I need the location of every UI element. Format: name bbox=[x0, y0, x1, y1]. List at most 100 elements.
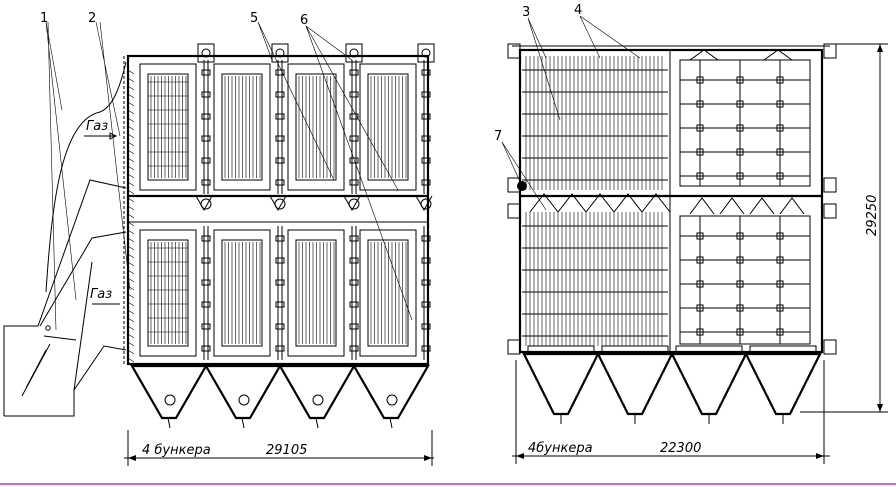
mid-insulator bbox=[348, 198, 360, 210]
rapper-block bbox=[349, 69, 359, 76]
rapper-block bbox=[421, 323, 431, 330]
mid-hood bbox=[529, 193, 559, 213]
gas-label-upper: Газ bbox=[86, 119, 108, 134]
rapper-anvil bbox=[776, 328, 784, 336]
electrode-frame bbox=[679, 215, 811, 345]
rapper-block bbox=[349, 91, 359, 98]
rapper-block bbox=[275, 179, 285, 186]
right-width-label: 22300 bbox=[660, 441, 701, 456]
gas-distribution-grid bbox=[127, 293, 135, 299]
left-width-label: 29105 bbox=[266, 443, 307, 458]
leader-7 bbox=[501, 141, 547, 211]
rapper-block bbox=[275, 135, 285, 142]
rapper-anvil bbox=[736, 328, 744, 336]
gas-distribution-grid bbox=[127, 205, 135, 211]
right-height-label: 29250 bbox=[865, 195, 880, 236]
hopper-port bbox=[164, 394, 176, 406]
insulator bbox=[349, 48, 359, 58]
gas-distribution-grid bbox=[127, 229, 135, 235]
rapper-block bbox=[201, 113, 211, 120]
gas-distribution-grid bbox=[127, 285, 135, 291]
gas-distribution-grid bbox=[127, 245, 135, 251]
mid-insulator bbox=[420, 198, 432, 210]
rapper-anvil bbox=[736, 232, 744, 240]
rapper-anvil bbox=[736, 172, 744, 180]
rapper-anvil bbox=[776, 100, 784, 108]
field-frame bbox=[147, 239, 189, 347]
insulator-box bbox=[271, 43, 289, 63]
hopper bbox=[352, 364, 430, 420]
hopper bbox=[522, 352, 600, 416]
rapper-block bbox=[275, 257, 285, 264]
rapper-anvil bbox=[776, 256, 784, 264]
rapper-anvil bbox=[696, 232, 704, 240]
mid-hood bbox=[749, 197, 775, 215]
rapper-anvil bbox=[696, 100, 704, 108]
collecting-field bbox=[287, 229, 345, 357]
side-lug bbox=[823, 177, 837, 193]
rapper-block bbox=[275, 323, 285, 330]
rapper-block bbox=[349, 301, 359, 308]
rapper-anvil bbox=[776, 124, 784, 132]
field-frame bbox=[367, 239, 409, 347]
housing bbox=[126, 54, 430, 366]
collecting-field bbox=[359, 229, 417, 357]
left-hoppers-label: 4 бункера bbox=[142, 443, 211, 458]
rapper-anvil bbox=[776, 232, 784, 240]
collecting-field bbox=[359, 63, 417, 191]
gas-distribution-grid bbox=[127, 85, 135, 91]
electrode-frame bbox=[679, 59, 811, 187]
rapper-block bbox=[421, 301, 431, 308]
leader-4 bbox=[579, 15, 641, 59]
rapper-anvil bbox=[736, 76, 744, 84]
ref-label-6: 6 bbox=[300, 13, 308, 28]
rapper-anvil bbox=[696, 256, 704, 264]
leader-2 bbox=[95, 21, 131, 291]
hopper-outlet bbox=[389, 417, 393, 429]
rapper-anvil bbox=[696, 124, 704, 132]
rapper-anvil bbox=[776, 148, 784, 156]
gas-distribution-grid bbox=[127, 237, 135, 243]
rapper-block bbox=[421, 91, 431, 98]
mid-insulator bbox=[274, 198, 286, 210]
hopper bbox=[744, 352, 822, 416]
hopper-flange bbox=[675, 345, 743, 355]
ref-label-3: 3 bbox=[522, 5, 530, 20]
rapper-block bbox=[349, 257, 359, 264]
rapper-anvil bbox=[736, 280, 744, 288]
rapper-block bbox=[421, 345, 431, 352]
rapper-block bbox=[201, 235, 211, 242]
gas-distribution-grid bbox=[127, 141, 135, 147]
side-lug bbox=[823, 203, 837, 219]
gas-distribution-grid bbox=[127, 181, 135, 187]
damper bbox=[21, 335, 77, 397]
rapper-block bbox=[201, 69, 211, 76]
rapper-anvil bbox=[776, 280, 784, 288]
right-lugs bbox=[507, 43, 837, 355]
insulator bbox=[421, 48, 431, 58]
gas-distribution-grid bbox=[127, 133, 135, 139]
field-frame bbox=[295, 239, 337, 347]
collecting-field bbox=[213, 229, 271, 357]
rapper-block bbox=[201, 179, 211, 186]
mid-hood bbox=[779, 197, 805, 215]
rapper-block bbox=[421, 257, 431, 264]
mid-hood bbox=[719, 197, 745, 215]
rapper-block bbox=[201, 323, 211, 330]
rapper-anvil bbox=[696, 148, 704, 156]
rapper-block bbox=[349, 157, 359, 164]
field-frame bbox=[295, 73, 337, 181]
rapper-anvil bbox=[736, 124, 744, 132]
ref-label-4: 4 bbox=[574, 3, 582, 18]
hopper bbox=[670, 352, 748, 416]
damper-hinge bbox=[45, 325, 51, 331]
right-housing bbox=[518, 48, 824, 354]
insulator-box bbox=[197, 43, 215, 63]
gas-distribution-grid bbox=[127, 341, 135, 347]
gas-distribution-grid bbox=[127, 261, 135, 267]
rapper-block bbox=[201, 301, 211, 308]
gas-distribution-grid bbox=[127, 357, 135, 363]
gas-distribution-grid bbox=[127, 189, 135, 195]
inlet-curve bbox=[45, 61, 127, 293]
side-lug bbox=[823, 339, 837, 355]
